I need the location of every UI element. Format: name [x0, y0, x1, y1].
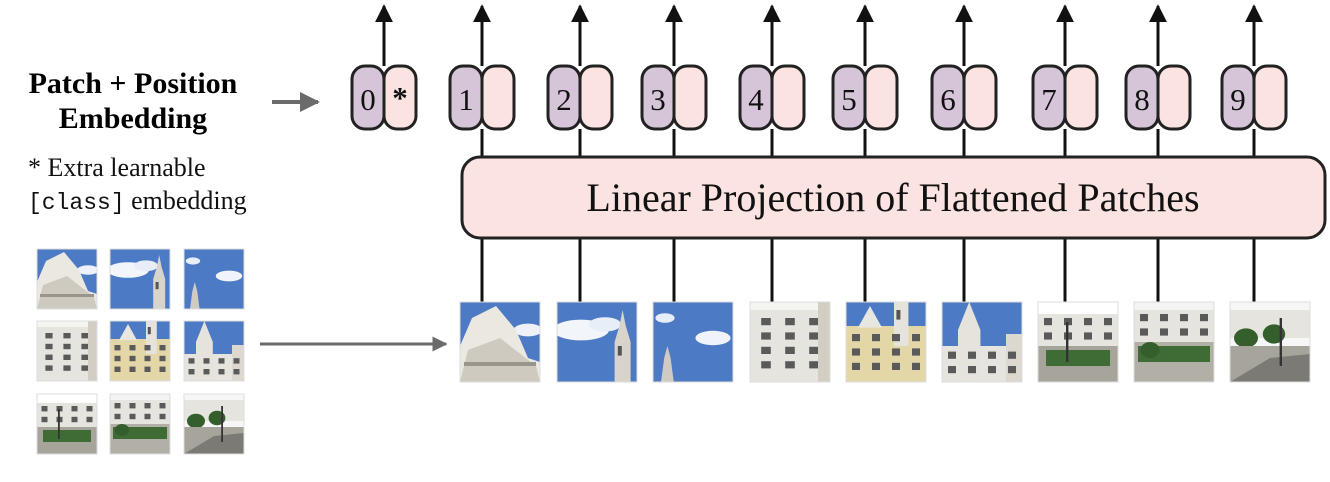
embedding-token-5: 5 [831, 64, 899, 131]
row-patch-street-right [1229, 301, 1311, 383]
embedding-token-1: 1 [448, 64, 516, 131]
position-label-8: 8 [1134, 82, 1150, 117]
patch-embedding-3 [672, 64, 708, 131]
class-token-marker: * [392, 80, 408, 115]
grid-patch-sky-spire [183, 248, 245, 310]
grid-patch-sky-tower [109, 248, 171, 310]
patch-embedding-9 [1252, 64, 1288, 131]
grid-patch-facade-left [36, 320, 98, 382]
embedding-token-2: 2 [546, 64, 614, 131]
row-patch-facade-tower [941, 301, 1023, 383]
row-patch-garden-center [1133, 301, 1215, 383]
flattened-patch-row [459, 301, 1311, 383]
linear-projection-box [460, 155, 1327, 240]
row-patch-facade-left [749, 301, 831, 383]
position-label-5: 5 [841, 82, 857, 117]
embedding-token-9: 9 [1220, 64, 1288, 131]
row-patch-sky-spire [652, 301, 734, 383]
patch-embedding-2 [578, 64, 614, 131]
patch-embedding-5 [863, 64, 899, 131]
grid-patch-facade-center [109, 320, 171, 382]
embedding-token-6: 6 [930, 64, 998, 131]
patch-embedding-8 [1156, 64, 1192, 131]
legend-note-line2: [class] embedding [28, 186, 247, 216]
legend-note-line1: * Extra learnable [28, 153, 206, 182]
patch-embedding-1 [480, 64, 516, 131]
patch-embedding-6 [962, 64, 998, 131]
embedding-token-0: 0* [350, 64, 418, 131]
class-token-code: [class] [28, 190, 125, 216]
position-label-2: 2 [556, 82, 572, 117]
position-label-7: 7 [1041, 82, 1057, 117]
linear-projection-label: Linear Projection of Flattened Patches [586, 175, 1199, 220]
grid-patch-street-left [36, 393, 98, 455]
grid-patch-garden-center [109, 393, 171, 455]
row-patch-facade-center [845, 301, 927, 383]
position-label-4: 4 [748, 82, 764, 117]
patch-embedding-4 [770, 64, 806, 131]
grid-patch-dome-corner [36, 248, 98, 310]
position-label-3: 3 [650, 82, 666, 117]
position-label-6: 6 [940, 82, 956, 117]
image-patch-grid [36, 248, 245, 455]
grid-patch-facade-tower [183, 320, 245, 382]
grid-patch-street-right [183, 393, 245, 455]
row-patch-sky-tower [556, 301, 638, 383]
patch-embedding-7 [1063, 64, 1099, 131]
position-label-1: 1 [458, 82, 474, 117]
row-patch-street-left [1037, 301, 1119, 383]
embedding-token-7: 7 [1031, 64, 1099, 131]
connectors [375, 4, 1263, 302]
embedding-token-4: 4 [738, 64, 806, 131]
legend-title-line2: Embedding [59, 102, 207, 135]
position-label-0: 0 [360, 82, 376, 117]
patch-embedding-0 [382, 64, 418, 131]
legend-note-rest: embedding [125, 186, 247, 215]
legend-title-line1: Patch + Position [29, 67, 238, 100]
position-label-9: 9 [1230, 82, 1246, 117]
embedding-token-8: 8 [1124, 64, 1192, 131]
row-patch-dome-corner [459, 301, 541, 383]
embedding-token-3: 3 [640, 64, 708, 131]
